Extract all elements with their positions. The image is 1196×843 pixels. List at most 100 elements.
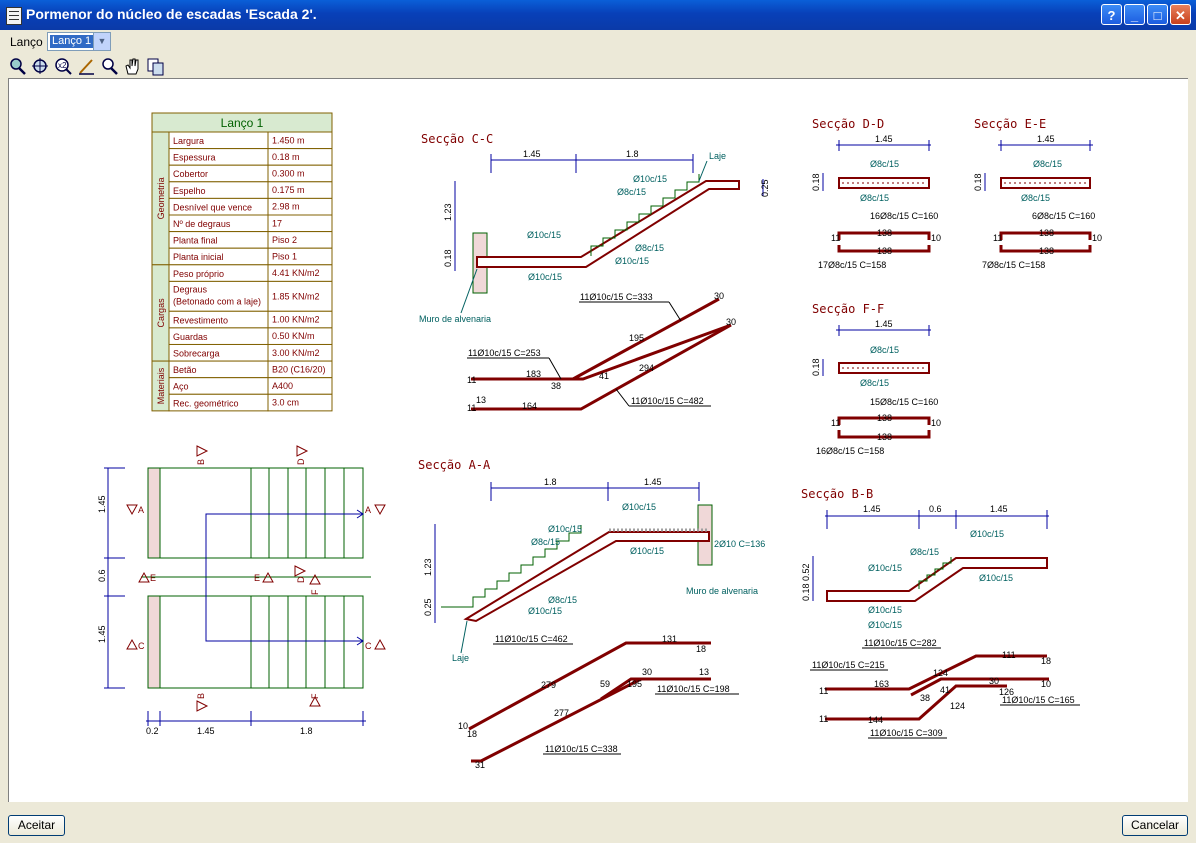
table-header: Lanço 1 (221, 116, 264, 130)
section-bb-small-1: 111 (1002, 650, 1016, 660)
section-ff-small-1: 138 (877, 413, 892, 423)
table-label: Espessura (173, 153, 216, 163)
section-bb-bar-3: 11Ø10c/15 C=165 (1002, 695, 1075, 705)
close-button[interactable]: ✕ (1170, 4, 1191, 25)
section-aa-dim-4: 0.25 (423, 598, 433, 616)
section-aa-label-1: Ø10c/15 (622, 502, 656, 512)
section-aa-bar-3: 11Ø10c/15 C=338 (545, 744, 618, 754)
section-ff-dim-1: 1.45 (875, 319, 893, 329)
minimize-button[interactable]: _ (1124, 4, 1145, 25)
table-label: Desnível que vence (173, 202, 252, 212)
lanco-select[interactable]: Lanço 1 ▼ (47, 32, 111, 51)
plan-dim-bottom-1: 0.2 (146, 726, 159, 736)
table-label: Nº de degraus (173, 219, 231, 229)
section-bb-small-9: 10 (1041, 679, 1051, 689)
section-dd-small-1: 138 (877, 228, 892, 238)
chevron-down-icon[interactable]: ▼ (93, 33, 110, 50)
table-group-cell (151, 360, 170, 412)
section-ee-small-1: 138 (1039, 228, 1054, 238)
table-label: Degraus (173, 284, 208, 294)
section-ee-bar-2: 7Ø8c/15 C=158 (982, 260, 1045, 270)
section-dd-small-3: 11 (831, 233, 840, 243)
zoom-region-icon[interactable] (8, 57, 27, 76)
section-bb-label-3: Ø10c/15 (868, 563, 902, 573)
section-ee: Secção E-E 1.45 0.18 Ø8c/15 Ø8c/15 6Ø8c/… (973, 117, 1102, 270)
section-bb-label-1: Ø10c/15 (970, 529, 1004, 539)
section-aa-small-11: 31 (475, 760, 485, 770)
plan-marker-d-top: D (296, 458, 306, 465)
section-bb-dim-5: 0.18 (801, 583, 811, 601)
section-aa-small-9: 10 (458, 721, 468, 731)
section-ff-label-1: Ø8c/15 (870, 345, 899, 355)
section-aa-dim-3: 1.23 (423, 558, 433, 576)
plan-dim-bottom-2: 1.45 (197, 726, 215, 736)
section-bb-small-11: 124 (950, 701, 965, 711)
table-label: Aço (173, 382, 189, 392)
section-ee-small-2: 138 (1039, 246, 1054, 256)
section-cc-bar-3: 11Ø10c/15 C=482 (631, 396, 704, 406)
stair-plan: 1.45 0.6 1.45 0.2 1.45 1.8 B D A A E E D… (97, 445, 386, 736)
section-bb-label-6: Ø10c/15 (868, 620, 902, 630)
section-aa-label-7: Ø10c/15 (528, 606, 562, 616)
plan-marker-e-left: E (150, 573, 156, 583)
accept-button[interactable]: Aceitar (8, 815, 65, 836)
section-aa-small-1: 131 (662, 634, 677, 644)
section-cc-label-6: Ø10c/15 (615, 256, 649, 266)
table-value: Piso 1 (272, 252, 297, 262)
window-title: Pormenor do núcleo de escadas 'Escada 2'… (26, 6, 317, 22)
table-value: 1.450 m (272, 135, 305, 145)
section-aa-bar-2: 11Ø10c/15 C=198 (657, 684, 730, 694)
section-aa-bar-1: 11Ø10c/15 C=462 (495, 634, 568, 644)
section-aa-small-6: 59 (600, 679, 610, 689)
section-bb-small-10: 144 (868, 715, 883, 725)
plan-marker-c-right: C (365, 641, 372, 651)
section-dd-bar-1: 16Ø8c/15 C=160 (870, 211, 938, 221)
section-cc-small-7: 38 (551, 381, 561, 391)
section-aa-label-2: Ø10c/15 (548, 524, 582, 534)
plan-marker-f-mid: F (310, 589, 320, 595)
section-aa-dim-1: 1.8 (544, 477, 557, 487)
app-table-icon (6, 7, 22, 25)
draw-line-icon[interactable] (77, 57, 96, 76)
section-aa-small-10: 18 (467, 729, 477, 739)
section-ee-dim-2: 0.18 (973, 173, 983, 191)
table-value: B20 (C16/20) (272, 364, 326, 374)
section-aa-small-5: 13 (699, 667, 709, 677)
section-aa-label-5: 2Ø10 C=136 (714, 539, 765, 549)
pan-hand-icon[interactable] (123, 57, 142, 76)
plan-dim-left-1: 1.45 (97, 495, 107, 513)
section-aa-label-6: Ø8c/15 (548, 595, 577, 605)
section-bb-small-2: 18 (1041, 656, 1051, 666)
zoom-out-icon[interactable] (100, 57, 119, 76)
section-bb-small-6: 126 (999, 687, 1014, 697)
section-cc-dim-2: 1.8 (626, 149, 639, 159)
table-value: 17 (272, 218, 282, 228)
section-ee-label-1: Ø8c/15 (1033, 159, 1062, 169)
plan-dim-left-3: 1.45 (97, 625, 107, 643)
plan-dim-bottom-3: 1.8 (300, 726, 313, 736)
section-dd-label-2: Ø8c/15 (860, 193, 889, 203)
section-dd-bar-2: 17Ø8c/15 C=158 (818, 260, 886, 270)
table-label: Rec. geométrico (173, 398, 239, 408)
table-value: A400 (272, 381, 293, 391)
copy-icon[interactable] (146, 57, 165, 76)
help-button[interactable]: ? (1101, 4, 1122, 25)
table-group-label: Cargas (156, 298, 166, 328)
section-bb-small-3: 163 (874, 679, 889, 689)
cancel-button[interactable]: Cancelar (1122, 815, 1188, 836)
zoom-all-icon[interactable] (31, 57, 50, 76)
section-ee-title: Secção E-E (974, 117, 1046, 131)
section-dd-small-2: 138 (877, 246, 892, 256)
table-value: 0.175 m (272, 185, 305, 195)
zoom-x2-icon[interactable]: x2 (54, 57, 73, 76)
section-cc-dim-4: 0.18 (443, 249, 453, 267)
table-label: Peso próprio (173, 269, 224, 279)
lanco-label: Lanço (10, 35, 43, 49)
maximize-button[interactable]: □ (1147, 4, 1168, 25)
table-label: Betão (173, 365, 197, 375)
section-cc-label-1: Ø10c/15 (633, 174, 667, 184)
section-aa-label-3: Ø8c/15 (531, 537, 560, 547)
table-value: 1.00 KN/m2 (272, 315, 320, 325)
